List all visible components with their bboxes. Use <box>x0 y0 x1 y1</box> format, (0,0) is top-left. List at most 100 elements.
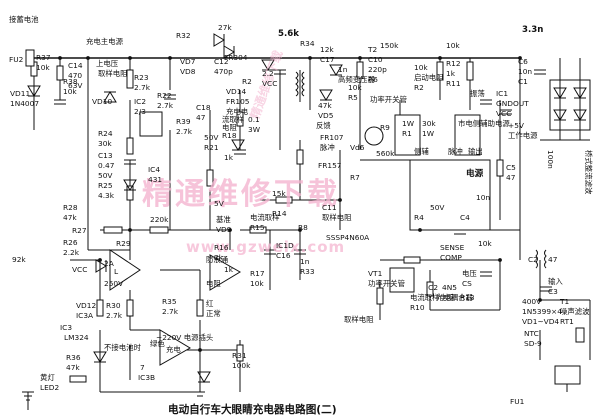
label: R23 <box>134 73 149 82</box>
label: R39 <box>176 117 191 126</box>
label: 反馈 <box>316 121 331 130</box>
label: IC1 <box>496 89 508 98</box>
label: 1W <box>402 119 415 128</box>
label: FR157 <box>318 161 342 170</box>
label: R36 <box>66 353 81 362</box>
label: C3 <box>548 287 558 296</box>
label: 2.7k <box>134 83 151 92</box>
label: R25 <box>98 181 113 190</box>
label: 2.7k <box>106 311 123 320</box>
label: 47 <box>506 173 516 182</box>
label: 接蓄电池 <box>9 15 39 24</box>
label: IC2 <box>426 283 438 292</box>
label: 1k <box>224 265 234 274</box>
label: 3W <box>248 125 261 134</box>
label: 电源 <box>466 167 484 179</box>
label: 0.47 <box>98 161 115 170</box>
label: 光电耦合器 <box>436 293 474 302</box>
label: 47 <box>548 255 558 264</box>
junction-dots <box>58 56 542 352</box>
label: 0.1 <box>248 115 260 124</box>
watermark-main: 精通维修下载 <box>142 177 340 212</box>
label: 电压 <box>462 269 477 278</box>
label: 2k <box>214 253 224 262</box>
label: R13 <box>460 293 475 302</box>
label: R33 <box>300 267 315 276</box>
label: LED2 <box>40 383 59 392</box>
label: VD12 <box>76 301 96 310</box>
label: C13 <box>98 151 113 160</box>
label: R17 <box>250 269 265 278</box>
label: 47k <box>63 213 77 222</box>
label: 10n <box>518 67 532 76</box>
label: R15 <box>250 223 265 232</box>
label: 30k <box>98 139 112 148</box>
label: 50V <box>430 203 444 212</box>
label: 1k <box>224 153 234 162</box>
label: 3.3n <box>522 25 543 35</box>
label: FU1 <box>510 397 525 406</box>
label: 100n <box>546 150 555 169</box>
label: CS <box>462 279 472 288</box>
label: R34 <box>300 39 315 48</box>
label: R27 <box>72 226 87 235</box>
components <box>22 33 591 401</box>
label: VD5 <box>318 111 334 120</box>
label: +5V <box>508 121 524 130</box>
label: 市电侧辅助电源 <box>458 119 510 128</box>
label: C16 <box>276 251 291 260</box>
label: 充电 <box>166 345 181 354</box>
label: 功率开关管 <box>370 95 407 104</box>
label: C10 <box>368 55 383 64</box>
label: 10k <box>36 63 50 72</box>
label: C2 <box>528 255 538 264</box>
label: 27k <box>218 23 232 32</box>
label: 1k <box>446 69 456 78</box>
label: 100k <box>232 361 251 370</box>
label: 5V <box>214 199 224 208</box>
label: 50V <box>98 171 112 180</box>
label: 充电主电源 <box>86 37 124 46</box>
label: R29 <box>116 239 131 248</box>
label: R16 <box>214 243 229 252</box>
label: VD10 <box>92 97 112 106</box>
label: R18 <box>222 131 237 140</box>
label: 噪声滤波 <box>560 307 590 316</box>
label: 取样电阻 <box>322 213 352 222</box>
label: R2 <box>242 77 252 86</box>
label: C12 <box>214 57 229 66</box>
label: 220k <box>150 215 169 224</box>
label: 4.3k <box>98 191 115 200</box>
label: RT1 <box>560 317 574 326</box>
label: 2/3 <box>134 107 146 116</box>
label: R10 <box>410 303 425 312</box>
label: 30k <box>422 119 436 128</box>
label: 振荡 <box>470 89 485 98</box>
label: R35 <box>162 297 177 306</box>
label: FR107 <box>320 133 344 142</box>
label: R31 <box>232 351 247 360</box>
label: R30 <box>106 301 121 310</box>
label: IC2 <box>134 97 146 106</box>
label: R28 <box>63 203 78 212</box>
label: 400V <box>522 297 541 306</box>
label: IC3A <box>76 311 93 320</box>
label: 2.2 <box>262 69 274 78</box>
label: R5 <box>348 93 358 102</box>
label: 92k <box>12 255 26 264</box>
label: R8 <box>298 223 308 232</box>
label: 7 <box>140 363 145 372</box>
label: T1 <box>559 297 570 306</box>
label: 红 <box>206 299 214 308</box>
label: C1 <box>518 77 528 86</box>
label: 电阻 <box>222 123 237 132</box>
label: 上电压 <box>96 59 119 68</box>
label: Vd6 <box>350 143 365 152</box>
label: VD7 <box>180 57 196 66</box>
label: R37 <box>36 53 51 62</box>
label: NTC <box>524 329 539 338</box>
label: 1N4007 <box>10 99 39 108</box>
label: 220p <box>368 65 387 74</box>
label: 侧辅 <box>414 147 429 156</box>
label: R1 <box>402 129 412 138</box>
